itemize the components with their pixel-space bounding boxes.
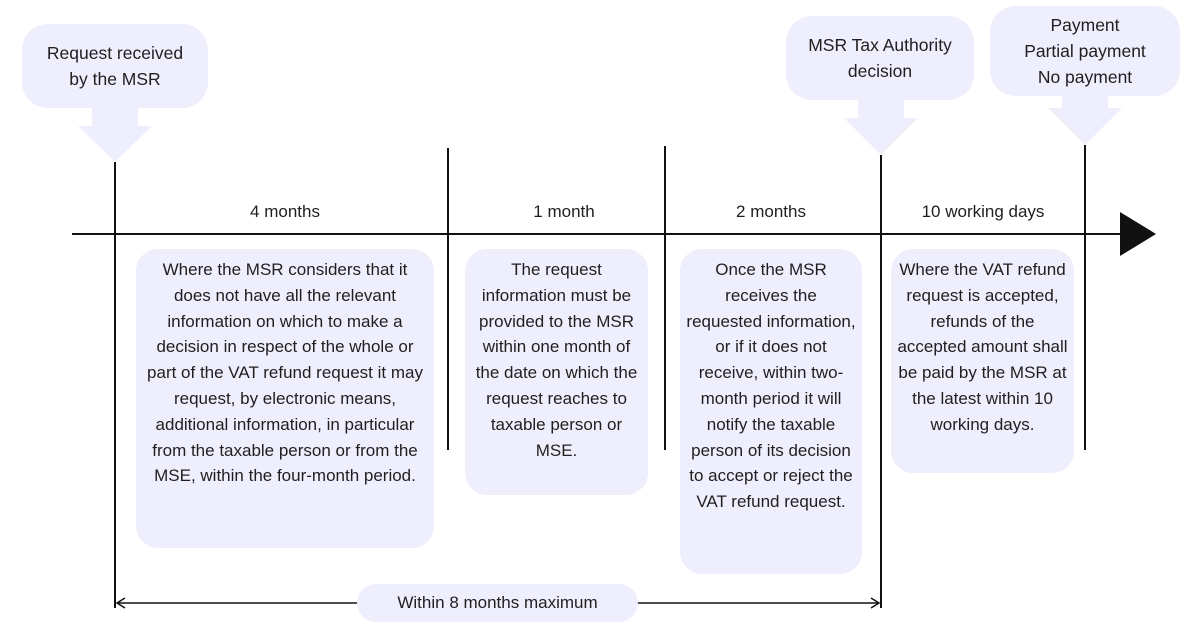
total-duration-label: Within 8 months maximum <box>357 584 638 622</box>
period-description-3: Once the MSR receives the requested info… <box>680 249 862 574</box>
total-span-arrow-left <box>115 597 126 609</box>
payment-callout-arrow <box>1048 92 1122 145</box>
period-description-4: Where the VAT refund request is accepted… <box>891 249 1074 473</box>
period-description-1: Where the MSR considers that it does not… <box>136 249 434 548</box>
milestone-payment: Payment Partial payment No payment <box>990 6 1180 96</box>
period-description-2: The request information must be provided… <box>465 249 648 495</box>
milestone-request-received: Request received by the MSR <box>22 24 208 108</box>
milestone-msr-decision: MSR Tax Authority decision <box>786 16 974 100</box>
period-duration-3: 2 months <box>736 202 806 221</box>
timeline-arrowhead <box>1120 212 1156 256</box>
decision-callout-arrow <box>844 100 918 155</box>
period-duration-1: 4 months <box>250 202 320 221</box>
received-callout-arrow <box>78 108 152 162</box>
period-duration-2: 1 month <box>533 202 595 221</box>
period-duration-4: 10 working days <box>921 202 1045 221</box>
total-span-arrow-right <box>870 597 881 609</box>
